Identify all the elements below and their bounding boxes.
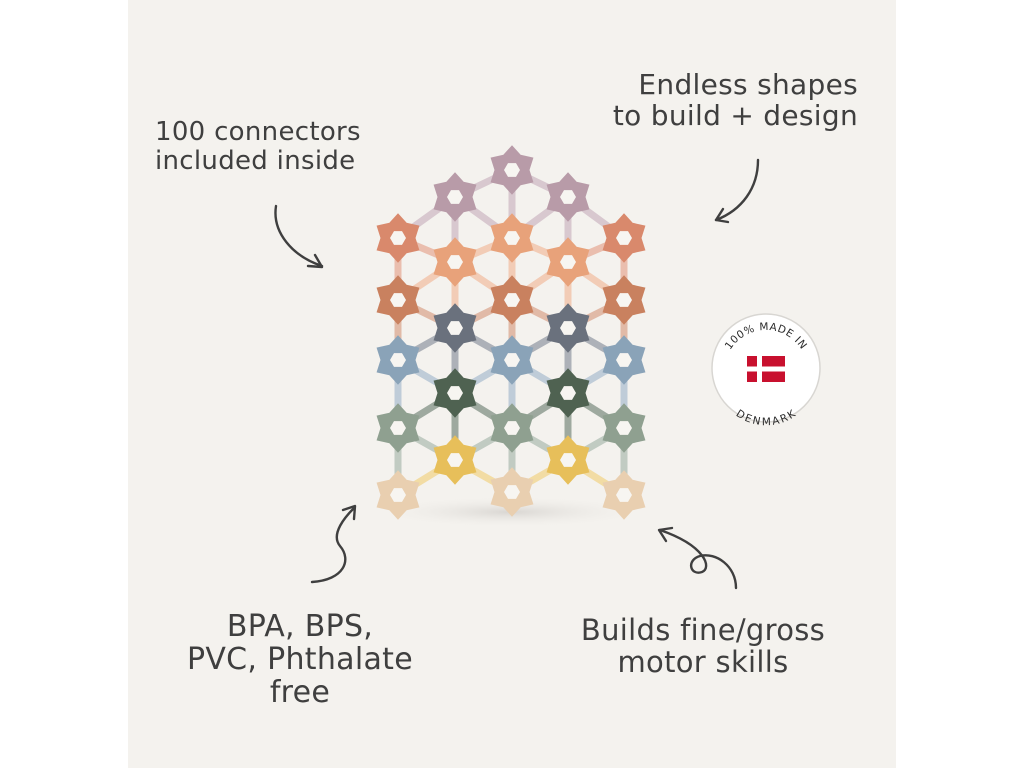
- hex-piece: [602, 275, 646, 325]
- hex-piece: [433, 435, 477, 485]
- hex-piece: [376, 275, 420, 325]
- hex-pieces: [376, 145, 646, 520]
- hex-piece: [376, 470, 420, 520]
- callout-line: 100 connectors: [155, 117, 361, 147]
- hex-piece: [490, 403, 534, 453]
- hex-piece: [546, 368, 590, 418]
- hex-piece: [602, 470, 646, 520]
- hex-piece: [546, 237, 590, 287]
- hex-piece: [433, 303, 477, 353]
- hex-piece: [490, 275, 534, 325]
- callout-connectors: 100 connectors included inside: [155, 118, 361, 175]
- hex-piece: [376, 213, 420, 263]
- arrowhead-icon: [714, 207, 730, 224]
- hex-piece: [490, 213, 534, 263]
- callout-bpa-free: BPA, BPS, PVC, Phthalate free: [180, 610, 420, 709]
- callout-endless-shapes: Endless shapes to build + design: [594, 68, 858, 132]
- danish-flag-icon: [747, 356, 785, 382]
- hex-piece: [490, 145, 534, 195]
- callout-motor-skills: Builds fine/gross motor skills: [560, 613, 846, 679]
- arrow-icon: [310, 506, 356, 584]
- made-in-denmark-badge: 100% MADE IN DENMARK: [711, 313, 821, 428]
- callout-line: included inside: [155, 145, 356, 176]
- arrow-icon: [274, 204, 324, 268]
- callout-line: motor skills: [617, 644, 789, 679]
- hex-piece: [490, 467, 534, 517]
- callout-line: Endless shapes: [638, 68, 858, 101]
- arrowhead-icon: [341, 504, 357, 521]
- hex-piece: [546, 435, 590, 485]
- callout-line: BPA, BPS,: [226, 609, 374, 644]
- callout-line: to build + design: [612, 98, 858, 132]
- hex-piece: [433, 172, 477, 222]
- hex-piece: [546, 303, 590, 353]
- hex-piece: [376, 403, 420, 453]
- hex-piece: [602, 403, 646, 453]
- hex-piece: [433, 368, 477, 418]
- hex-piece: [546, 172, 590, 222]
- hex-piece: [376, 335, 420, 385]
- callout-line: PVC, Phthalate: [186, 642, 414, 677]
- arrow-icon: [658, 528, 738, 590]
- hex-piece: [602, 213, 646, 263]
- hex-piece: [490, 335, 534, 385]
- arrowhead-icon: [657, 526, 674, 543]
- hex-piece: [602, 335, 646, 385]
- callout-line: Builds fine/gross: [580, 613, 826, 647]
- arrow-icon: [714, 158, 760, 222]
- hex-piece: [433, 237, 477, 287]
- arrowhead-icon: [306, 253, 324, 269]
- callout-line: free: [269, 675, 331, 710]
